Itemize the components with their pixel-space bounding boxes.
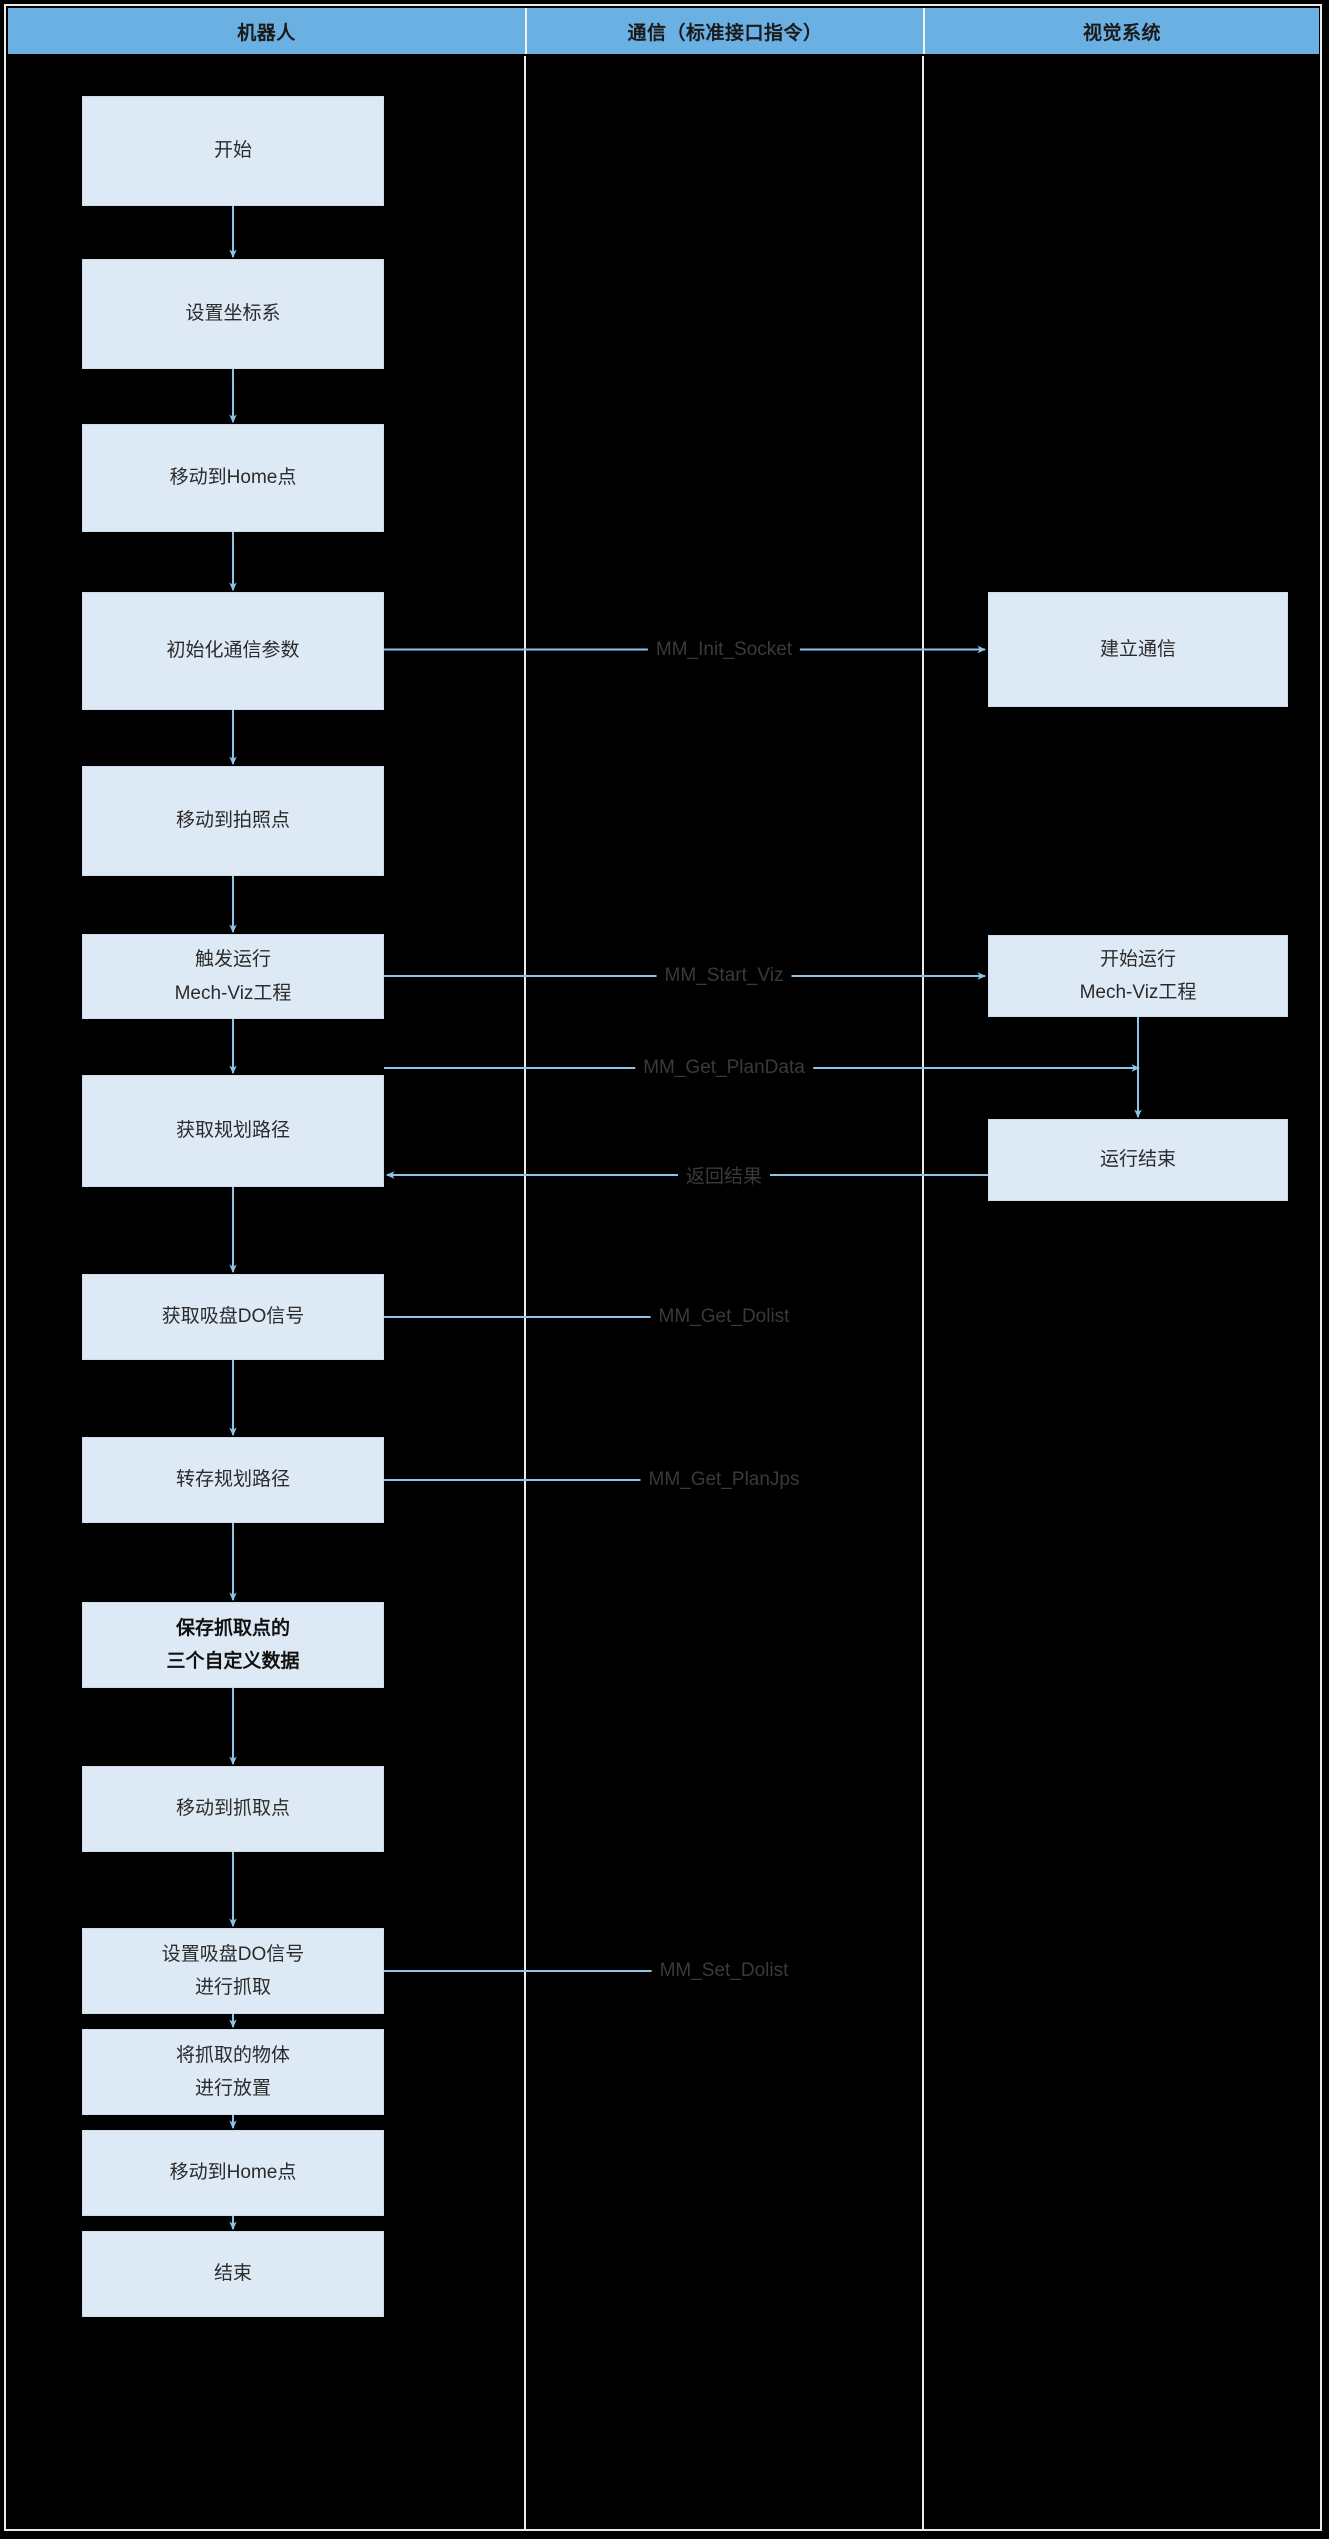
node-trigger-viz[interactable]: 触发运行 Mech-Viz工程 (82, 934, 384, 1019)
node-move-photo[interactable]: 移动到拍照点 (82, 766, 384, 876)
edge-label-start-viz: MM_Start_Viz (656, 965, 792, 987)
node-place[interactable]: 将抓取的物体 进行放置 (82, 2029, 384, 2115)
node-save-custom[interactable]: 保存抓取点的 三个自定义数据 (82, 1602, 384, 1688)
node-run-finished[interactable]: 运行结束 (988, 1119, 1288, 1201)
node-move-pick[interactable]: 移动到抓取点 (82, 1766, 384, 1852)
node-set-do-pick[interactable]: 设置吸盘DO信号 进行抓取 (82, 1928, 384, 2014)
node-start[interactable]: 开始 (82, 96, 384, 206)
edge-label-get-plandata: MM_Get_PlanData (635, 1057, 813, 1079)
edge-label-set-dolist: MM_Set_Dolist (651, 1960, 797, 1982)
node-save-plan[interactable]: 转存规划路径 (82, 1437, 384, 1523)
node-move-home-2[interactable]: 移动到Home点 (82, 2130, 384, 2216)
edge-label-init-socket: MM_Init_Socket (647, 638, 801, 661)
node-init-comm[interactable]: 初始化通信参数 (82, 592, 384, 710)
swimlane-header: 机器人 通信（标准接口指令） 视觉系统 (8, 8, 1319, 54)
node-get-do[interactable]: 获取吸盘DO信号 (82, 1274, 384, 1360)
edge-label-return-result: 返回结果 (677, 1161, 771, 1189)
node-get-plan[interactable]: 获取规划路径 (82, 1075, 384, 1187)
node-run-viz[interactable]: 开始运行 Mech-Viz工程 (988, 935, 1288, 1017)
edge-label-get-dolist: MM_Get_Dolist (650, 1306, 798, 1328)
node-establish-comm[interactable]: 建立通信 (988, 592, 1288, 707)
node-end[interactable]: 结束 (82, 2231, 384, 2317)
lane-header-vision: 视觉系统 (923, 8, 1319, 54)
lane-header-robot: 机器人 (8, 8, 525, 54)
lane-divider-robot-comm (524, 56, 526, 2531)
edge-label-get-planjps: MM_Get_PlanJps (640, 1469, 808, 1491)
lane-header-communication: 通信（标准接口指令） (525, 8, 923, 54)
lane-divider-comm-vision (922, 56, 924, 2531)
node-set-frame[interactable]: 设置坐标系 (82, 259, 384, 369)
node-move-home-1[interactable]: 移动到Home点 (82, 424, 384, 532)
